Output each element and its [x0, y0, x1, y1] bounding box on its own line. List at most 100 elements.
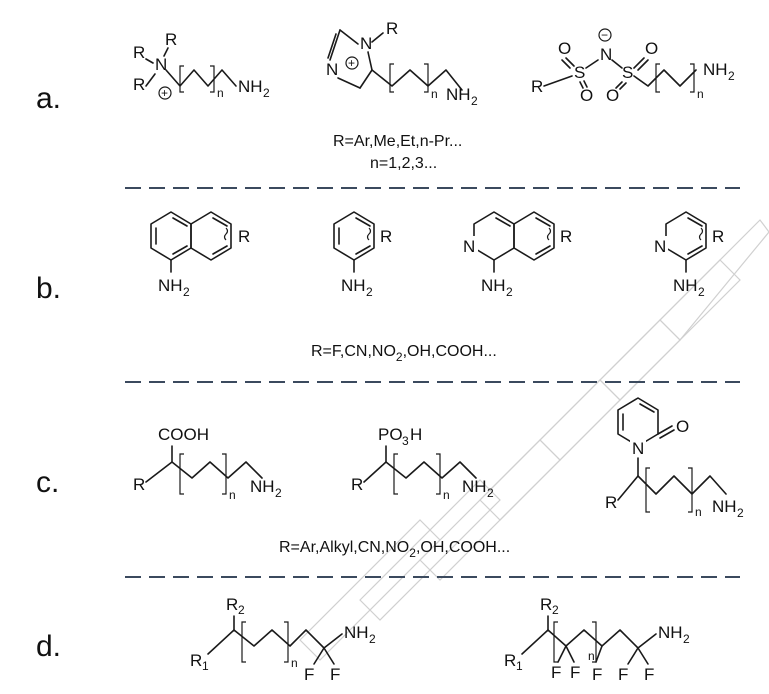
- svg-text:2: 2: [552, 603, 559, 617]
- structure-c2-phosphonic-acid: PO 3 H R n NH 2: [351, 425, 494, 502]
- svg-text:2: 2: [263, 86, 270, 100]
- svg-text:N: N: [360, 34, 372, 53]
- note-c: R=Ar,Alkyl,CN,NO2,OH,COOH...: [279, 539, 510, 560]
- svg-text:N: N: [654, 237, 666, 256]
- structure-d2-polyfluoroamine: R 2 R 1 n F F F NH 2 F F: [504, 595, 690, 684]
- structure-a3-sulfonimide: − O N O S S R O O n NH 2: [531, 28, 735, 105]
- svg-text:R: R: [190, 651, 202, 670]
- svg-text:R: R: [238, 227, 250, 246]
- svg-text:2: 2: [369, 632, 376, 646]
- svg-text:N: N: [632, 439, 644, 458]
- svg-text:F: F: [330, 665, 340, 684]
- svg-text:R: R: [351, 475, 363, 494]
- svg-text:F: F: [644, 665, 654, 684]
- svg-text:1: 1: [202, 659, 209, 673]
- svg-text:NH: NH: [481, 276, 506, 295]
- svg-text:R: R: [133, 43, 145, 62]
- svg-text:2: 2: [183, 285, 190, 299]
- note-a-line1: R=Ar,Me,Et,n-Pr...: [333, 133, 462, 150]
- svg-text:N: N: [463, 237, 475, 256]
- structure-d1-difluoroamine: R 2 R 1 n NH 2 F F: [190, 595, 376, 684]
- svg-text:F: F: [304, 665, 314, 684]
- svg-text:n: n: [217, 86, 224, 100]
- svg-text:−: −: [601, 28, 608, 42]
- svg-text:2: 2: [238, 603, 245, 617]
- svg-text:2: 2: [275, 486, 282, 500]
- svg-text:R: R: [133, 475, 145, 494]
- structure-b3-aminoisoquinoline: N R NH 2: [462, 211, 572, 299]
- svg-text:n: n: [695, 505, 702, 519]
- svg-text:n: n: [431, 87, 438, 101]
- svg-text:H: H: [410, 425, 422, 444]
- svg-text:PO: PO: [378, 425, 403, 444]
- svg-text:n: n: [588, 649, 595, 663]
- structure-c3-pyridinone: O N R n NH 2: [605, 397, 744, 520]
- svg-text:R: R: [380, 227, 392, 246]
- svg-text:NH: NH: [344, 623, 369, 642]
- svg-text:NH: NH: [712, 497, 737, 516]
- svg-text:N: N: [600, 45, 612, 64]
- svg-text:F: F: [551, 663, 561, 682]
- row-label-d: d.: [36, 630, 61, 663]
- svg-text:S: S: [574, 63, 585, 82]
- svg-text:NH: NH: [250, 477, 275, 496]
- svg-text:2: 2: [683, 632, 690, 646]
- svg-text:R: R: [605, 493, 617, 512]
- svg-text:2: 2: [506, 285, 513, 299]
- svg-text:R: R: [386, 19, 398, 38]
- svg-text:2: 2: [728, 69, 735, 83]
- structure-b4-aminopyridine: N R NH 2: [652, 211, 724, 299]
- svg-text:R: R: [165, 30, 177, 49]
- svg-text:NH: NH: [158, 276, 183, 295]
- svg-text:n: n: [443, 488, 450, 502]
- svg-text:NH: NH: [658, 623, 683, 642]
- svg-text:COOH: COOH: [158, 425, 209, 444]
- structure-a1-ammonium: R R N R + n NH 2: [133, 30, 270, 100]
- svg-text:2: 2: [698, 285, 705, 299]
- row-label-a: a.: [36, 82, 61, 115]
- row-label-c: c.: [36, 466, 59, 499]
- structure-c1-carboxylic-acid: COOH R n NH 2: [133, 425, 282, 502]
- svg-text:+: +: [161, 86, 168, 100]
- svg-text:F: F: [592, 665, 602, 684]
- note-b: R=F,CN,NO2,OH,COOH...: [311, 343, 497, 364]
- structure-a2-imidazolium: R N N + n NH 2: [326, 19, 478, 108]
- svg-text:1: 1: [516, 659, 523, 673]
- svg-text:R: R: [133, 75, 145, 94]
- svg-text:R: R: [540, 595, 552, 614]
- svg-text:O: O: [606, 86, 619, 105]
- svg-text:2: 2: [737, 506, 744, 520]
- svg-text:n: n: [291, 656, 298, 670]
- structure-b1-naphthylamine: R NH 2: [150, 211, 250, 299]
- svg-text:S: S: [622, 63, 633, 82]
- svg-text:NH: NH: [462, 477, 487, 496]
- svg-text:R: R: [531, 77, 543, 96]
- watermark: [299, 219, 769, 661]
- svg-text:O: O: [645, 39, 658, 58]
- svg-text:R: R: [560, 227, 572, 246]
- svg-text:3: 3: [402, 434, 409, 448]
- note-a-line2: n=1,2,3...: [370, 155, 437, 172]
- svg-text:2: 2: [471, 94, 478, 108]
- svg-text:NH: NH: [341, 276, 366, 295]
- svg-text:O: O: [676, 417, 689, 436]
- svg-text:F: F: [570, 663, 580, 682]
- svg-text:2: 2: [487, 486, 494, 500]
- svg-text:2: 2: [366, 285, 373, 299]
- structure-b2-aniline: R NH 2: [333, 211, 392, 299]
- svg-text:NH: NH: [673, 276, 698, 295]
- svg-text:n: n: [229, 488, 236, 502]
- svg-text:+: +: [348, 56, 355, 70]
- svg-text:NH: NH: [238, 77, 263, 96]
- svg-text:O: O: [558, 39, 571, 58]
- svg-text:N: N: [326, 60, 338, 79]
- svg-text:R: R: [504, 651, 516, 670]
- svg-text:O: O: [580, 86, 593, 105]
- svg-text:R: R: [712, 227, 724, 246]
- svg-text:NH: NH: [446, 85, 471, 104]
- svg-text:F: F: [618, 665, 628, 684]
- svg-text:R: R: [226, 595, 238, 614]
- svg-text:NH: NH: [703, 60, 728, 79]
- svg-text:N: N: [155, 55, 167, 74]
